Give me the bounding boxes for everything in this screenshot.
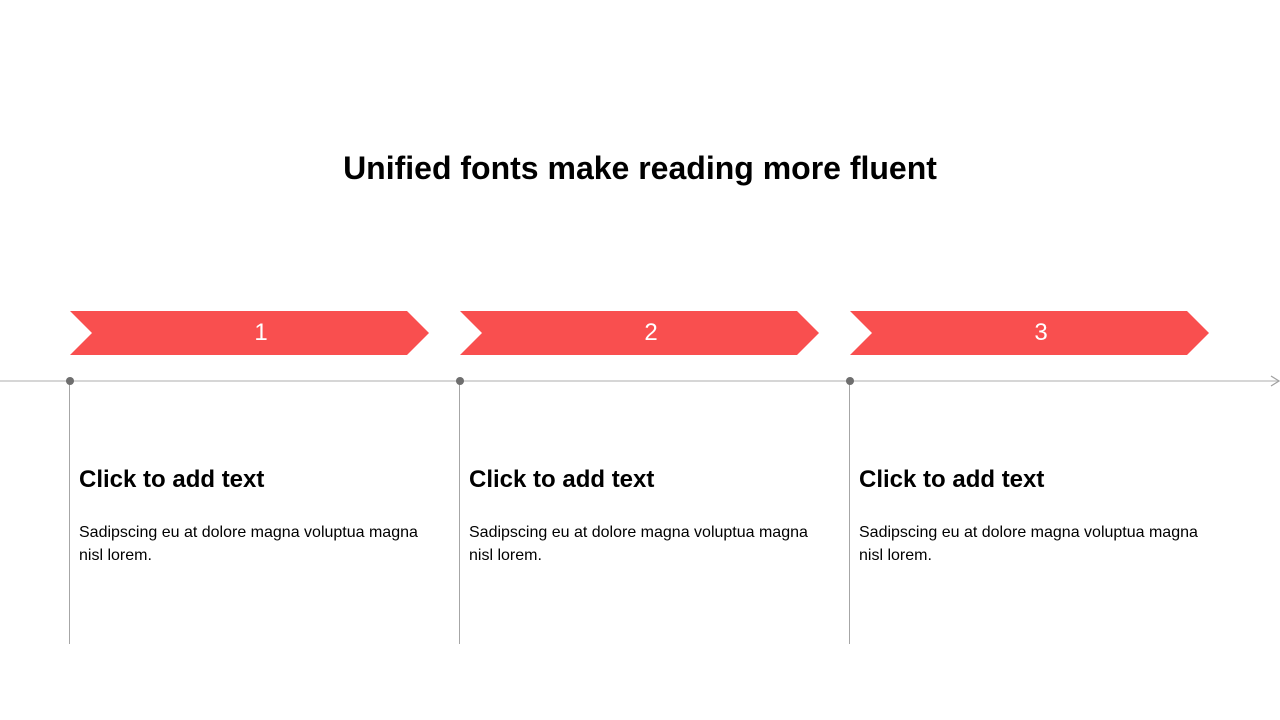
step-heading[interactable]: Click to add text: [859, 466, 1045, 493]
step-heading[interactable]: Click to add text: [79, 466, 265, 493]
chevron-banner[interactable]: [460, 310, 820, 356]
chevron-banner[interactable]: [850, 310, 1210, 356]
step-number: 3: [1034, 319, 1048, 346]
step-body[interactable]: Sadipscing eu at dolore magna voluptua m…: [469, 524, 808, 564]
chevron-banner[interactable]: [70, 310, 430, 356]
step-divider: [459, 381, 460, 644]
step-number: 1: [254, 319, 268, 346]
step-divider: [69, 381, 70, 644]
timeline-step-1: 1 Click to add text Sadipscing eu at dol…: [66, 310, 450, 650]
step-heading[interactable]: Click to add text: [469, 466, 655, 493]
step-body[interactable]: Sadipscing eu at dolore magna voluptua m…: [859, 524, 1198, 564]
timeline-dot: [66, 377, 74, 385]
step-body[interactable]: Sadipscing eu at dolore magna voluptua m…: [79, 524, 418, 564]
timeline-dot: [846, 377, 854, 385]
slide-title[interactable]: Unified fonts make reading more fluent: [343, 150, 937, 186]
timeline-step-2: 2 Click to add text Sadipscing eu at dol…: [456, 310, 840, 650]
arrow-head-icon: [1270, 375, 1280, 387]
timeline-axis: [0, 375, 1280, 387]
timeline-step-3: 3 Click to add text Sadipscing eu at dol…: [846, 310, 1230, 650]
step-divider: [849, 381, 850, 644]
step-number: 2: [644, 319, 658, 346]
timeline-dot: [456, 377, 464, 385]
